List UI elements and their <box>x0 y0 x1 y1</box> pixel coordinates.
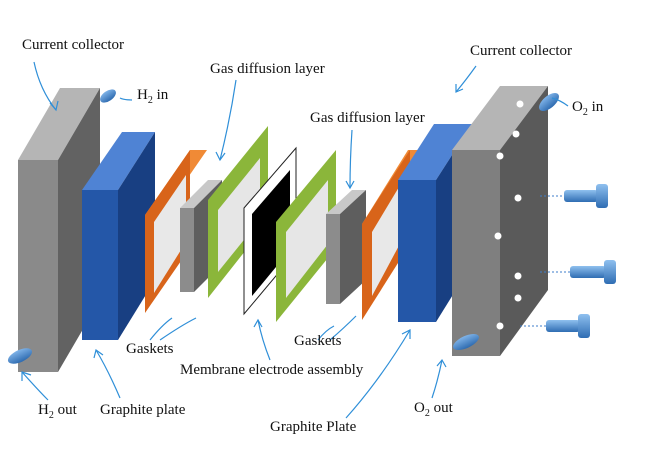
current-collector-right <box>452 86 548 356</box>
label-graphite-plate-right: Graphite Plate <box>270 419 357 435</box>
label-h2-out: H2 out <box>38 402 77 421</box>
label-gas-diffusion-layer-right: Gas diffusion layer <box>310 110 425 126</box>
bolt-hole <box>512 130 520 138</box>
gasket-left <box>145 150 207 313</box>
bolt-hole <box>514 272 522 280</box>
bolt-hole <box>514 294 522 302</box>
label-gas-diffusion-layer-left: Gas diffusion layer <box>210 61 325 77</box>
label-arrows <box>21 61 569 419</box>
label-gaskets-left: Gaskets <box>126 341 174 357</box>
label-gaskets-right: Gaskets <box>294 333 342 349</box>
bolt-hole <box>514 194 522 202</box>
o2-in-port <box>539 93 559 111</box>
label-current-collector-right: Current collector <box>470 43 573 59</box>
green-frame-right <box>276 150 336 322</box>
bolt-hole <box>496 152 504 160</box>
bolt-2 <box>540 260 616 284</box>
bolt-hole <box>496 322 504 330</box>
label-o2-in: O2 in <box>572 99 604 118</box>
bolt-hole <box>494 232 502 240</box>
bolt-hole <box>516 100 524 108</box>
h2-out-port <box>7 348 33 364</box>
gas-diffusion-layer-right <box>326 190 366 304</box>
label-graphite-plate-left: Graphite plate <box>100 402 186 418</box>
label-current-collector-left: Current collector <box>22 37 125 53</box>
o2-out-port <box>453 333 479 351</box>
green-frame-left <box>208 126 268 298</box>
label-o2-out: O2 out <box>414 400 453 419</box>
h2-in-port <box>100 89 116 103</box>
bolt-3 <box>520 314 590 338</box>
label-membrane-electrode-assembly: Membrane electrode assembly <box>180 362 364 378</box>
label-h2-in: H2 in <box>137 87 169 106</box>
bolt-1 <box>540 184 608 208</box>
